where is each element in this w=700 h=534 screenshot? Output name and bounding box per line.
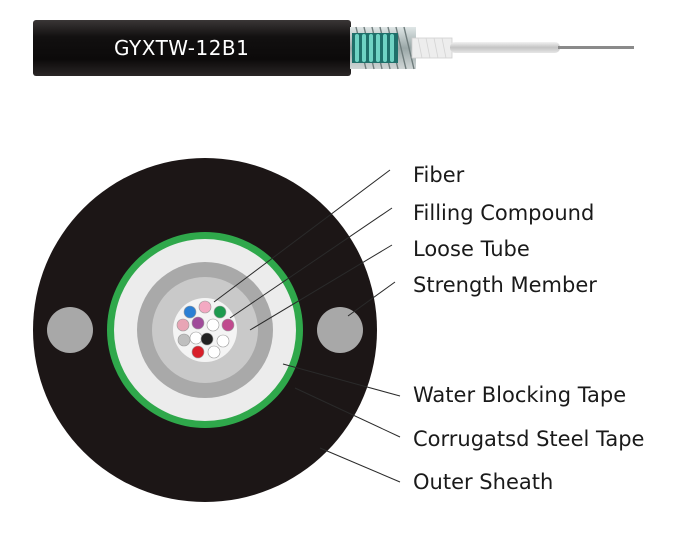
callout-line-fiber <box>213 169 391 303</box>
fibers <box>176 300 235 359</box>
cable-corrugated-ridges <box>355 34 394 62</box>
fiber-pink <box>198 300 212 314</box>
fiber-purple <box>191 316 205 330</box>
cable-water-blocking-texture <box>417 37 447 59</box>
callout-lines <box>213 169 401 483</box>
callout-line-loose-tube <box>249 244 393 331</box>
label-loose-tube: Loose Tube <box>413 237 530 261</box>
fiber-black <box>200 332 214 346</box>
callout-line-water-blocking-tape <box>282 363 401 397</box>
label-strength-member: Strength Member <box>413 273 597 297</box>
fiber-white-1 <box>206 318 220 332</box>
strength-member-left <box>47 307 93 353</box>
cable-model-label: GYXTW-12B1 <box>114 36 249 60</box>
strength-member-right <box>317 307 363 353</box>
callout-line-corrugated-steel-tape <box>294 387 401 438</box>
fiber-blue <box>183 305 197 319</box>
fiber-magenta <box>221 318 235 332</box>
label-fiber: Fiber <box>413 163 465 187</box>
cable-water-blocking <box>411 37 453 59</box>
fiber-white-4 <box>207 345 221 359</box>
cable-fiber <box>558 46 634 49</box>
fiber-white-3 <box>216 334 230 348</box>
callout-line-strength-member <box>347 281 396 317</box>
cable-side-view: GYXTW-12B1 <box>33 20 634 76</box>
cable-loose-tube <box>450 42 560 53</box>
cable-jacket <box>33 20 351 76</box>
fiber-red <box>191 345 205 359</box>
fiber-rose <box>176 318 190 332</box>
fiber-grey <box>177 333 191 347</box>
label-filling-compound: Filling Compound <box>413 201 595 225</box>
label-corrugated-steel-tape: Corrugatsd Steel Tape <box>413 427 645 451</box>
fiber-green <box>213 305 227 319</box>
callout-line-filling-compound <box>229 207 393 319</box>
label-water-blocking-tape: Water Blocking Tape <box>413 383 627 407</box>
label-outer-sheath: Outer Sheath <box>413 470 554 494</box>
fiber-white-2 <box>189 331 203 345</box>
callout-line-outer-sheath <box>319 447 401 483</box>
